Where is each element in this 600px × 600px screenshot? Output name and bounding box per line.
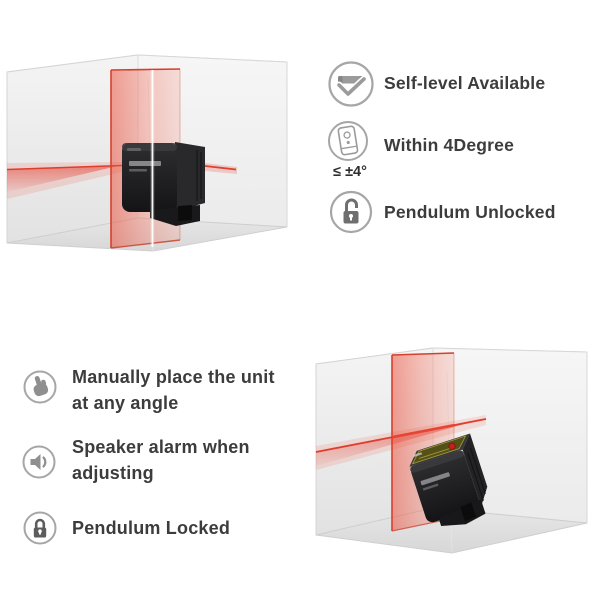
laser-horizontal-right-segment-top — [204, 163, 237, 174]
device-brand-label — [129, 161, 161, 166]
speaker-icon — [22, 445, 56, 479]
device-logo-mark — [127, 148, 141, 151]
pendulum-locked-icon — [23, 511, 57, 545]
laser-level-device-bottom — [409, 433, 488, 526]
feature-label: Within 4Degree — [384, 135, 515, 155]
pendulum-unlocked-icon — [329, 190, 373, 234]
room-illustration-bottom — [315, 347, 588, 554]
feature-label: Manually place the unit at any angle — [72, 367, 275, 413]
device-logo-mark — [412, 452, 423, 458]
laser-vertical-centerline-top — [150, 70, 155, 247]
feature-label: Pendulum Locked — [72, 518, 231, 538]
angle-caption: ≤ ±4° — [333, 164, 367, 180]
tilted-unit-icon — [328, 121, 368, 161]
feature-label: Self-level Available — [384, 73, 546, 93]
pointing-hand-icon — [23, 370, 57, 404]
laser-horizontal-line-bottom — [315, 415, 487, 470]
room-illustration-top — [6, 54, 288, 252]
laser-horizontal-line-top — [6, 162, 123, 199]
self-level-check-icon — [328, 61, 374, 107]
feature-label: Pendulum Unlocked — [384, 202, 556, 222]
laser-level-device-top — [122, 142, 205, 226]
device-brand-label — [420, 472, 450, 486]
device-power-button — [448, 442, 456, 450]
feature-label: Speaker alarm when adjusting — [72, 437, 250, 483]
